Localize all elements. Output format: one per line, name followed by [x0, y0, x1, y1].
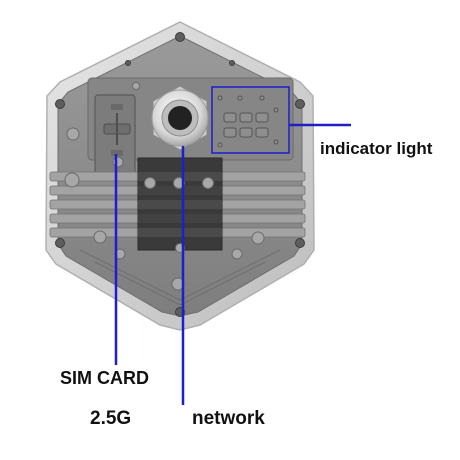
- indicator-light-label: indicator light: [320, 139, 433, 158]
- callout-lines: [114, 123, 351, 405]
- sim-card-label: SIM CARD: [60, 368, 149, 388]
- band-label: 2.5G: [90, 408, 132, 429]
- mounting-bosses: [64, 82, 265, 291]
- screw-holes: [55, 32, 305, 317]
- cable-gland: [151, 85, 209, 151]
- network-label: network: [192, 408, 265, 429]
- bottom-ribs: [79, 249, 281, 306]
- indicator-light-frame: [211, 86, 290, 154]
- indicator-leds: [217, 95, 279, 148]
